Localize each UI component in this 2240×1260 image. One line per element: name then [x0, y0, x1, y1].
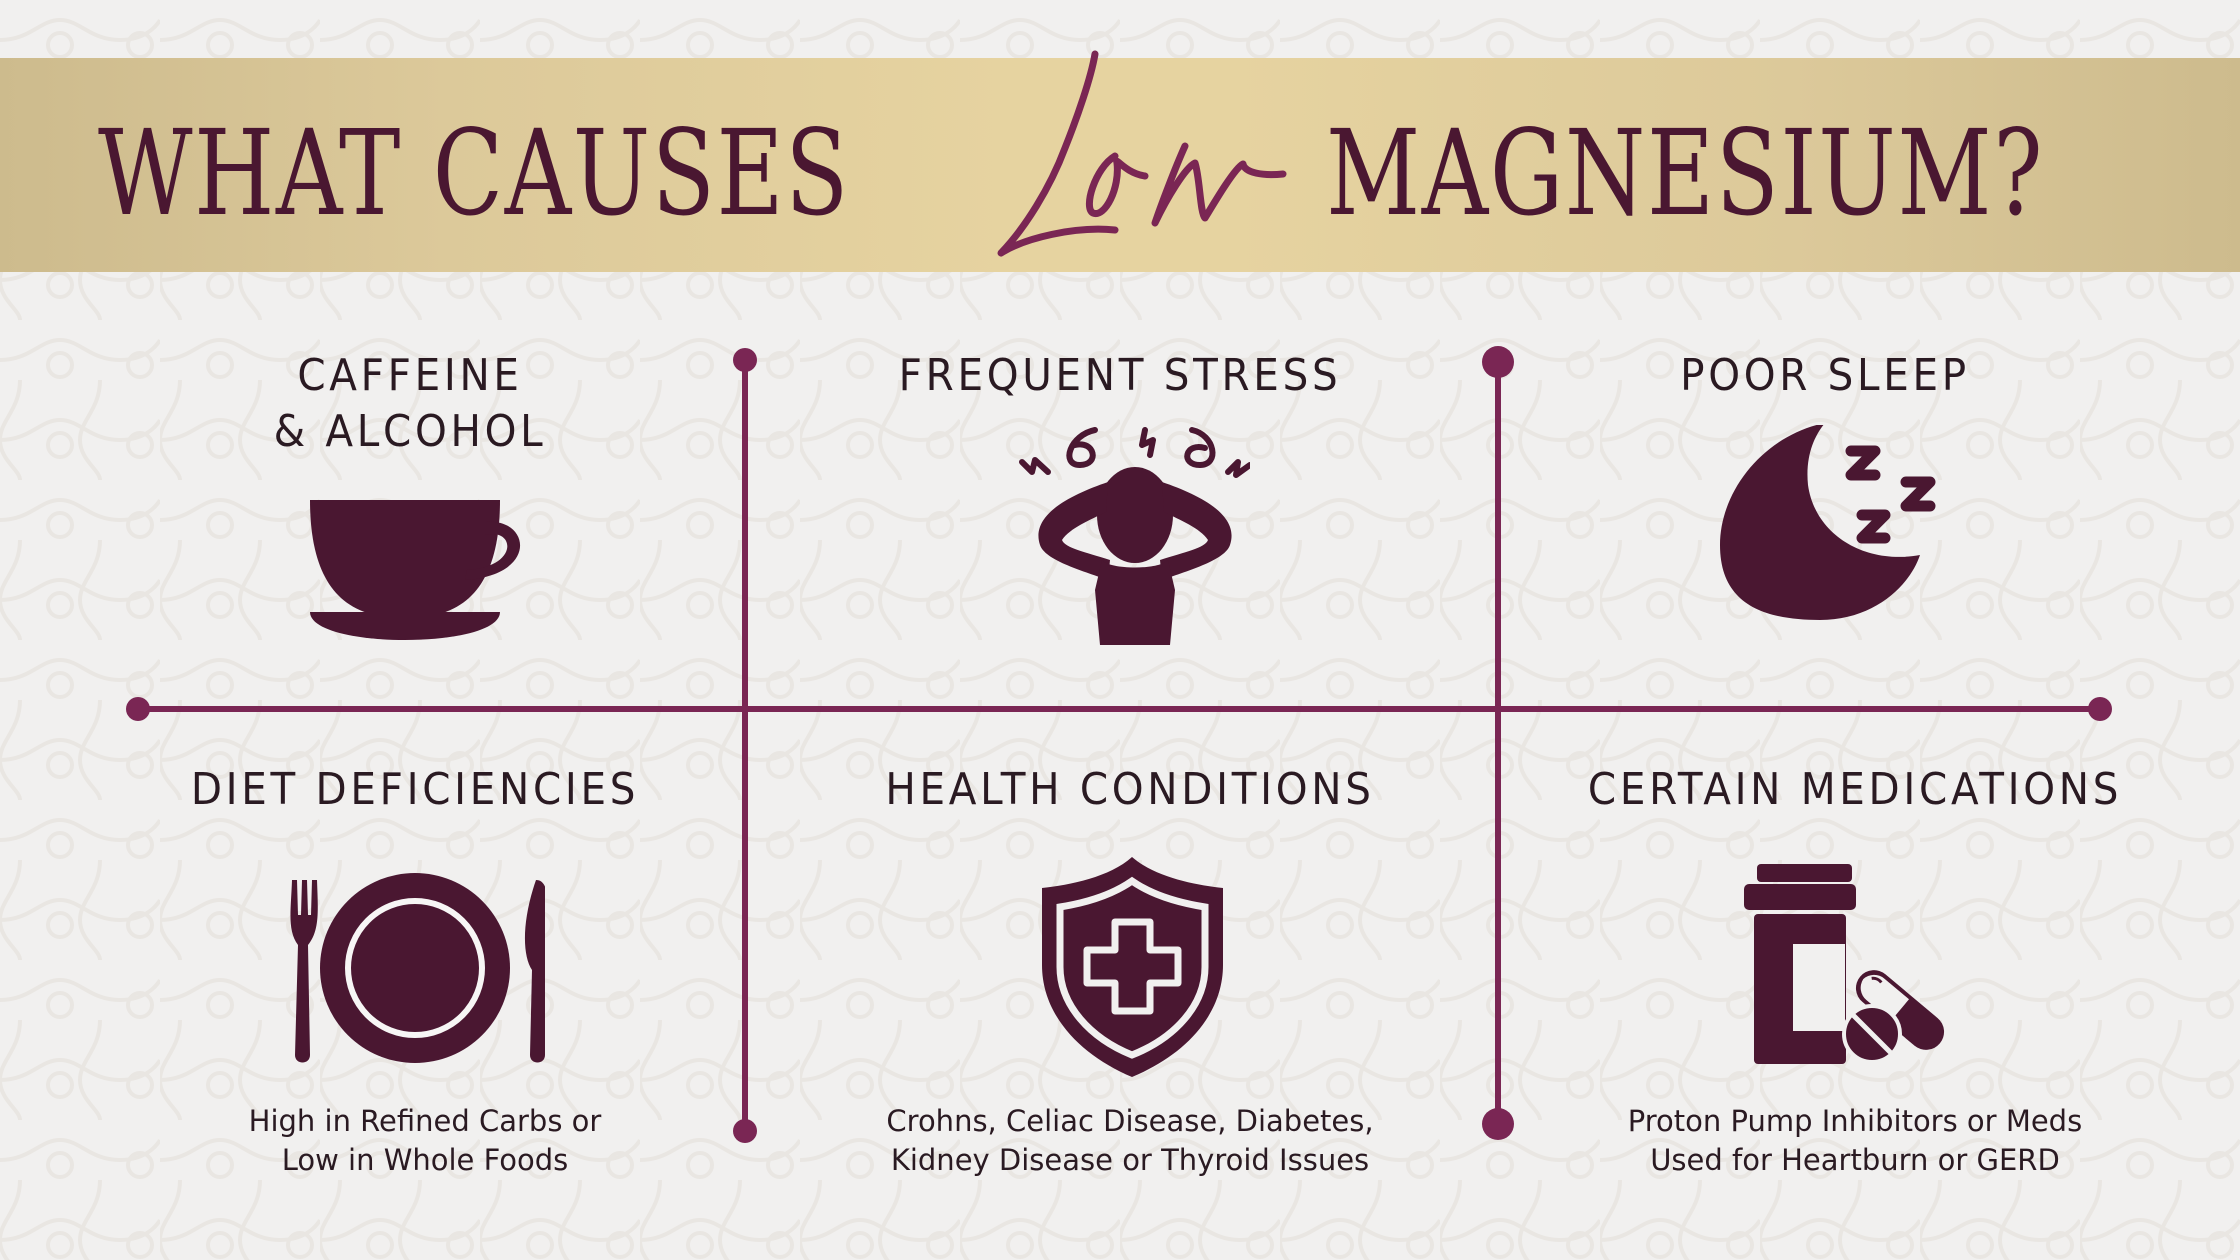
- title-magnesium: MAGNESIUM?: [1326, 104, 2045, 242]
- cause-description-line: Crohns, Celiac Disease, Diabetes,: [886, 1104, 1374, 1138]
- cause-title-line: CERTAIN MEDICATIONS: [1587, 764, 2123, 815]
- cause-title-line: DIET DEFICIENCIES: [190, 764, 640, 815]
- cause-title-line: FREQUENT STRESS: [898, 350, 1342, 401]
- cause-description-diet: High in Refined Carbs or Low in Whole Fo…: [180, 1102, 670, 1180]
- pill-bottle-icon: [1744, 864, 1945, 1064]
- cause-description-line: Used for Heartburn or GERD: [1650, 1143, 2060, 1177]
- title-script-low: Low: [997, 50, 1287, 257]
- title-what-causes: WHAT CAUSES: [98, 104, 850, 242]
- cause-description-line: Kidney Disease or Thyroid Issues: [890, 1143, 1370, 1177]
- cause-title-caffeine-alcohol: CAFFEINE & ALCOHOL: [226, 348, 594, 460]
- cause-description-medications: Proton Pump Inhibitors or Meds Used for …: [1590, 1102, 2120, 1180]
- cause-description-health: Crohns, Celiac Disease, Diabetes, Kidney…: [860, 1102, 1400, 1180]
- cause-title-frequent-stress: FREQUENT STRESS: [862, 348, 1377, 404]
- cause-title-diet-deficiencies: DIET DEFICIENCIES: [171, 762, 659, 818]
- cause-title-poor-sleep: POOR SLEEP: [1618, 348, 2032, 404]
- cause-title-line: POOR SLEEP: [1680, 350, 1970, 401]
- cause-description-line: Low in Whole Foods: [281, 1143, 569, 1177]
- coffee-cup-icon: [310, 500, 521, 640]
- moon-zzz-icon: [1720, 425, 1936, 620]
- cause-description-line: High in Refined Carbs or: [248, 1104, 602, 1138]
- cause-title-line: CAFFEINE: [297, 350, 523, 401]
- stressed-person-icon: [1019, 427, 1250, 645]
- cause-description-line: Proton Pump Inhibitors or Meds: [1627, 1104, 2083, 1138]
- plate-fork-knife-icon: [290, 873, 545, 1063]
- shield-cross-icon: [1042, 857, 1223, 1077]
- cause-title-health-conditions: HEALTH CONDITIONS: [854, 762, 1406, 818]
- cause-title-line: & ALCOHOL: [273, 406, 547, 457]
- cause-title-certain-medications: CERTAIN MEDICATIONS: [1561, 762, 2150, 818]
- cause-title-line: HEALTH CONDITIONS: [885, 764, 1375, 815]
